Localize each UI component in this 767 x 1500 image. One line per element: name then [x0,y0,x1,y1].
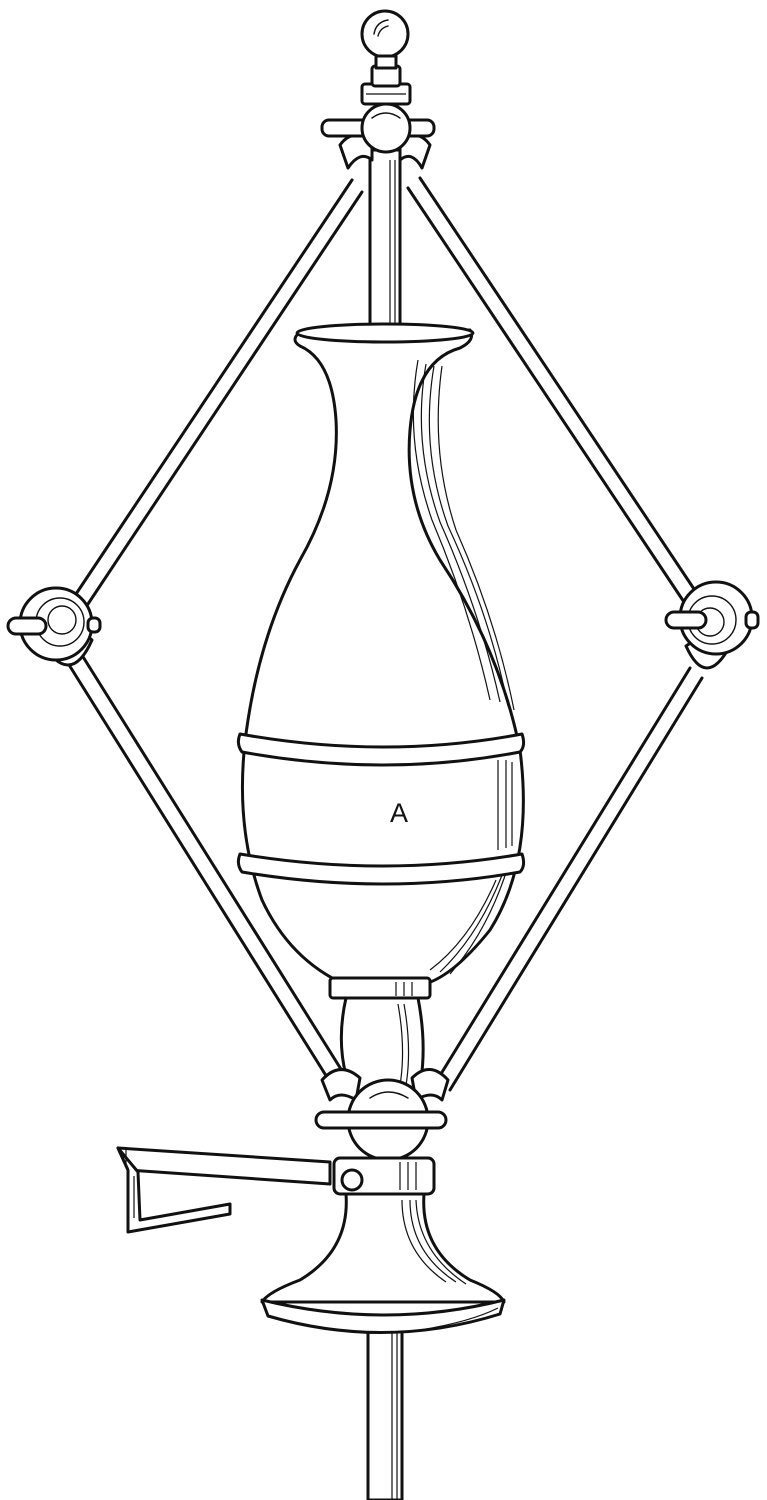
lever-arm [116,1146,332,1234]
lower-collar [314,1068,450,1162]
vessel-label: A [390,798,408,828]
frame-rods [64,176,704,1092]
top-collar [320,9,436,170]
vessel: A [236,322,526,987]
sliding-collar [332,1156,436,1196]
base-pedestal [260,1192,506,1334]
lower-spindle [366,1316,404,1500]
left-weight-ball [6,586,102,667]
right-weight-ball [664,580,760,670]
upper-spindle [368,148,402,337]
